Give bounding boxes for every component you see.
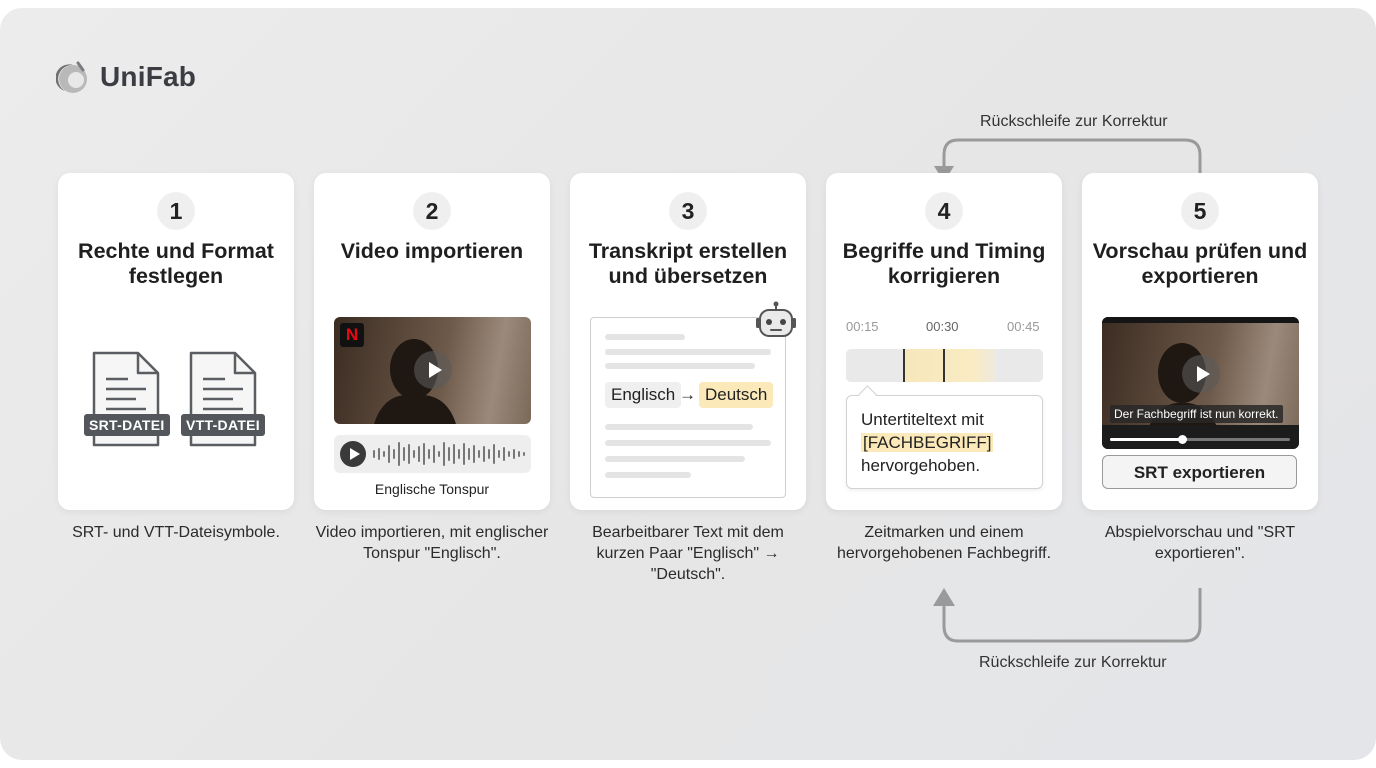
timeline-tick: 00:30	[926, 319, 959, 334]
audio-play-icon[interactable]	[340, 441, 366, 467]
subtitle-line: Untertiteltext mit	[861, 410, 984, 429]
step-caption-2: Video importieren, mit englischer Tonspu…	[315, 524, 549, 562]
step-number: 4	[925, 192, 963, 230]
step-number: 3	[669, 192, 707, 230]
brand-name: UniFab	[100, 61, 197, 92]
srt-file-label: SRT-DATEI	[84, 414, 170, 436]
text-line	[605, 472, 691, 478]
text-line	[605, 456, 745, 462]
popup-pointer	[858, 385, 877, 404]
step-title: Vorschau prüfen und exportieren	[1092, 239, 1308, 288]
waveform-icon	[373, 442, 525, 466]
progress-bar[interactable]	[1110, 435, 1290, 444]
vtt-file-icon	[189, 351, 257, 447]
arrow-icon: →	[679, 385, 696, 404]
transcript-editor[interactable]: Englisch → Deutsch	[590, 317, 786, 498]
segment-start-marker[interactable]	[903, 349, 905, 382]
text-line	[605, 424, 753, 430]
subtitle-editor-popup[interactable]: Untertiteltext mit [FACHBEGRIFF] hervorg…	[846, 385, 1043, 489]
source-language[interactable]: Englisch	[605, 382, 682, 408]
bottom-loop-arrowhead	[933, 588, 955, 606]
subtitle-line: hervorgehoben.	[861, 456, 981, 475]
bottom-loop-label: Rückschleife zur Korrektur	[979, 654, 1167, 671]
play-icon[interactable]	[414, 351, 452, 389]
subtitle-text[interactable]: Untertiteltext mit [FACHBEGRIFF] hervorg…	[861, 408, 994, 477]
playhead[interactable]	[943, 349, 945, 382]
video-preview[interactable]: Der Fachbegriff ist nun korrekt.	[1102, 317, 1299, 449]
step-card-2: 2 Video importieren N	[314, 173, 550, 510]
timeline-tick: 00:15	[846, 319, 879, 334]
play-icon[interactable]	[1182, 355, 1220, 393]
vtt-file-label: VTT-DATEI	[181, 414, 265, 436]
subtitle-segment[interactable]	[904, 349, 996, 382]
srt-file-icon	[92, 351, 160, 447]
subtitle-overlay: Der Fachbegriff ist nun korrekt.	[1110, 405, 1283, 423]
video-thumbnail[interactable]: N	[334, 317, 531, 424]
text-line	[605, 363, 755, 369]
audio-track-label: Englische Tonspur	[374, 481, 490, 497]
step-caption-3: Bearbeitbarer Text mit dem kurzen Paar "…	[592, 524, 784, 583]
audio-track[interactable]	[334, 435, 531, 473]
step-caption-5: Abspielvorschau und "SRT exportieren".	[1104, 524, 1296, 562]
target-language[interactable]: Deutsch	[699, 382, 774, 408]
timeline-tick: 00:45	[1007, 319, 1040, 334]
text-line	[605, 440, 771, 446]
brand-logo: UniFab	[56, 60, 196, 94]
step-card-5: 5 Vorschau prüfen und exportieren Der Fa…	[1082, 173, 1318, 510]
netflix-icon: N	[340, 323, 364, 347]
step-title: Transkript erstellen und übersetzen	[588, 239, 788, 288]
unifab-logo-icon	[56, 61, 87, 93]
step-title: Rechte und Format festlegen	[78, 239, 274, 288]
top-loop-label: Rückschleife zur Korrektur	[980, 113, 1168, 130]
timeline-track[interactable]	[846, 349, 1043, 382]
top-loop-arrow	[942, 138, 1202, 181]
progress-knob[interactable]	[1177, 435, 1187, 444]
step-caption-1: SRT- und VTT-Dateisymbole.	[72, 524, 280, 541]
step-number: 5	[1181, 192, 1219, 230]
text-line	[605, 334, 685, 340]
step-card-4: 4 Begriffe und Timing korrigieren 00:15 …	[826, 173, 1062, 510]
bottom-loop-arrow	[942, 588, 1202, 643]
step-card-3: 3 Transkript erstellen und übersetzen En…	[570, 173, 806, 510]
step-card-1: 1 Rechte und Format festlegen SRT-DATEI …	[58, 173, 294, 510]
step-caption-4: Zeitmarken und einem hervorgehobenen Fac…	[836, 524, 1052, 562]
text-line	[605, 349, 771, 355]
step-number: 1	[157, 192, 195, 230]
step-number: 2	[413, 192, 451, 230]
srt-export-button[interactable]: SRT exportieren	[1102, 455, 1297, 489]
progress-fill	[1110, 438, 1182, 441]
player-controls	[1102, 425, 1299, 449]
robot-icon	[756, 301, 796, 337]
step-title: Begriffe und Timing korrigieren	[842, 239, 1046, 288]
highlighted-term: [FACHBEGRIFF]	[861, 433, 994, 452]
step-title: Video importieren	[340, 239, 524, 263]
